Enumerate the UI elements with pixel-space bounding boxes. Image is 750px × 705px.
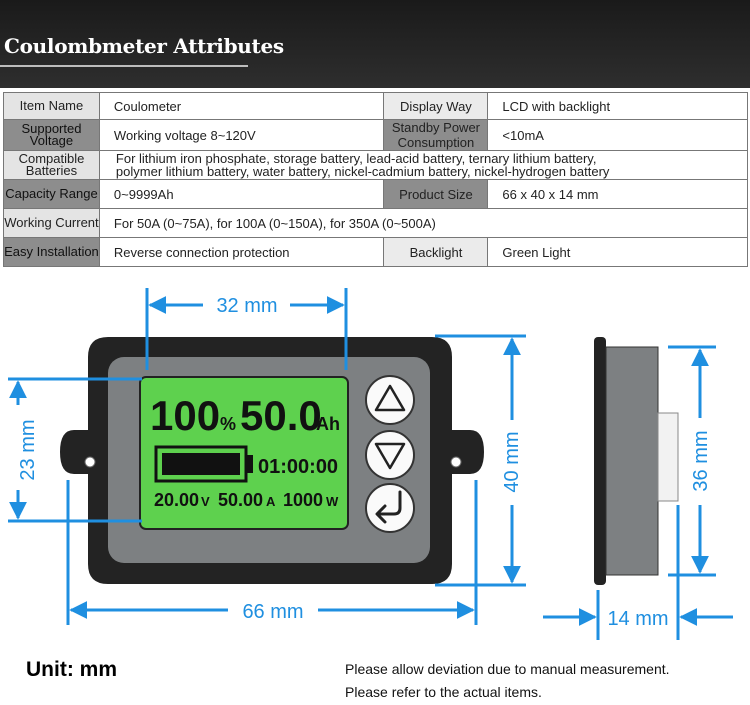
mounting-hole-right bbox=[450, 456, 462, 468]
row-label: Easy Installation bbox=[3, 237, 100, 267]
dimension-label: 36 mm bbox=[690, 430, 712, 491]
mounting-hole-left bbox=[84, 456, 96, 468]
row-label-2: Display Way bbox=[383, 92, 489, 120]
lcd-voltage-unit: V bbox=[201, 494, 210, 509]
side-front-plate bbox=[594, 337, 606, 585]
row-value-line: polymer lithium battery, water battery, … bbox=[115, 164, 610, 179]
side-housing bbox=[605, 346, 659, 576]
note-line: Please refer to the actual items. bbox=[345, 684, 542, 700]
lcd-current-unit: A bbox=[266, 494, 276, 509]
dimension-32mm: 32 mm bbox=[145, 288, 348, 370]
row-value: Working voltage 8~120V bbox=[98, 119, 385, 151]
return-arrow-icon bbox=[375, 490, 402, 524]
attributes-table: Item Name Coulometer Display Way LCD wit… bbox=[3, 92, 749, 267]
row-value-2: <10mA bbox=[487, 119, 748, 151]
dimension-36mm: 36 mm bbox=[668, 345, 716, 577]
row-label: Compatible Batteries bbox=[3, 150, 100, 180]
table-row: Item Name Coulometer Display Way LCD wit… bbox=[3, 92, 748, 120]
row-label: Item Name bbox=[3, 92, 100, 120]
lcd-percent-unit: % bbox=[220, 414, 236, 434]
row-label: Working Current bbox=[3, 208, 100, 238]
row-value: Reverse connection protection bbox=[98, 237, 385, 267]
triangle-down-icon bbox=[374, 442, 406, 470]
dimension-label: 66 mm bbox=[242, 601, 303, 623]
battery-icon bbox=[154, 445, 253, 483]
table-row: Capacity Range 0~9999Ah Product Size 66 … bbox=[3, 179, 748, 209]
down-button[interactable] bbox=[365, 430, 415, 480]
dimension-diagram: 100 % 50.0 Ah 01:00:00 20.00 V 50.00 A 1… bbox=[8, 288, 733, 640]
row-label-2: Backlight bbox=[383, 237, 489, 267]
dimension-14mm: 14 mm bbox=[543, 505, 733, 640]
enter-button[interactable] bbox=[365, 483, 415, 533]
lcd-time: 01:00:00 bbox=[258, 456, 338, 478]
meter-side-view bbox=[594, 337, 679, 585]
lcd-percent: 100 bbox=[150, 392, 220, 439]
triangle-up-icon bbox=[374, 384, 406, 412]
row-value-2: LCD with backlight bbox=[487, 92, 748, 120]
note-line: Please allow deviation due to manual mea… bbox=[345, 661, 670, 677]
table-row: Supported Voltage Working voltage 8~120V… bbox=[3, 119, 748, 151]
table-row: Compatible Batteries For lithium iron ph… bbox=[3, 150, 749, 180]
row-label-2: Standby Power Consumption bbox=[383, 119, 489, 151]
table-row: Easy Installation Reverse connection pro… bbox=[3, 237, 748, 267]
row-value-line: For lithium iron phosphate, storage batt… bbox=[115, 151, 597, 166]
row-value-2: Green Light bbox=[487, 237, 748, 267]
lcd-power: 1000 bbox=[283, 490, 323, 510]
row-label: Supported Voltage bbox=[3, 119, 100, 151]
unit-label: Unit: mm bbox=[26, 658, 117, 681]
lcd-power-unit: W bbox=[326, 494, 339, 509]
dimension-label: 14 mm bbox=[607, 608, 668, 630]
dimension-label: 23 mm bbox=[17, 419, 39, 480]
row-value: For 50A (0~75A), for 100A (0~150A), for … bbox=[98, 208, 749, 238]
dimension-label: 32 mm bbox=[216, 295, 277, 317]
attributes-header-banner: Coulombmeter Attributes bbox=[0, 0, 750, 88]
row-value: Coulometer bbox=[98, 92, 385, 120]
row-label-2: Product Size bbox=[383, 179, 489, 209]
lcd-capacity-unit: Ah bbox=[316, 414, 340, 434]
dimension-label: 40 mm bbox=[501, 431, 523, 492]
row-value-2: 66 x 40 x 14 mm bbox=[487, 179, 748, 209]
meter-front-view: 100 % 50.0 Ah 01:00:00 20.00 V 50.00 A 1… bbox=[60, 337, 484, 584]
lcd-capacity: 50.0 bbox=[240, 392, 322, 439]
table-row: Working Current For 50A (0~75A), for 100… bbox=[3, 208, 749, 238]
row-value: For lithium iron phosphate, storage batt… bbox=[98, 150, 749, 180]
lcd-screen bbox=[139, 376, 349, 530]
header-underline bbox=[0, 65, 248, 67]
row-label: Capacity Range bbox=[3, 179, 100, 209]
row-value: 0~9999Ah bbox=[98, 179, 385, 209]
header-title: Coulombmeter Attributes bbox=[4, 34, 284, 58]
dimension-40mm: 40 mm bbox=[435, 334, 526, 587]
dimension-66mm: 66 mm bbox=[66, 480, 478, 625]
side-connector bbox=[657, 412, 679, 502]
lcd-voltage: 20.00 bbox=[154, 490, 199, 510]
up-button[interactable] bbox=[365, 375, 415, 425]
dimension-23mm: 23 mm bbox=[8, 377, 142, 523]
lcd-current: 50.00 bbox=[218, 490, 263, 510]
